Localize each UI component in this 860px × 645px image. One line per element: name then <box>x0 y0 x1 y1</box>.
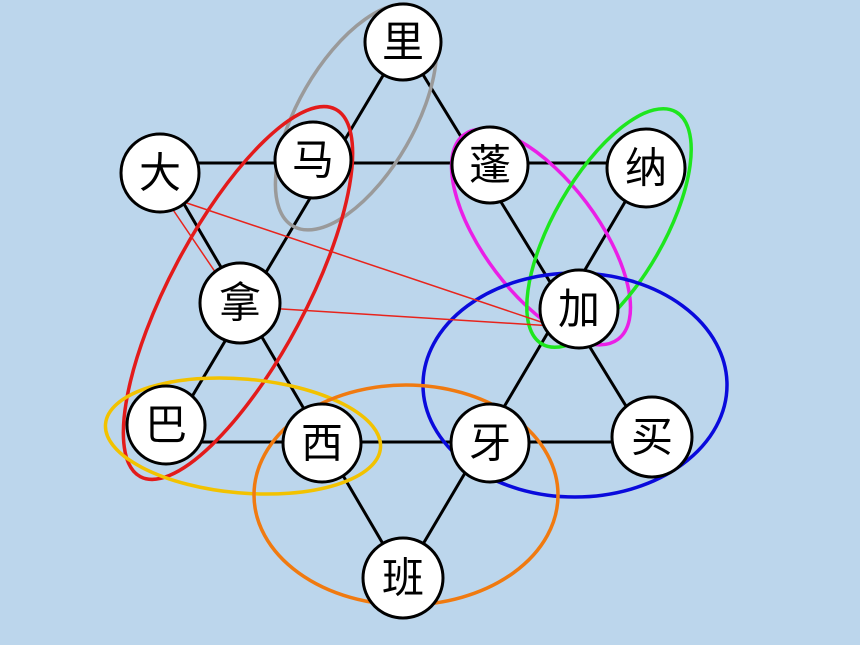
node-na2: 拿 <box>198 261 282 345</box>
ring-green <box>525 106 693 350</box>
node-label: 蓬 <box>469 141 511 190</box>
node-peng: 蓬 <box>450 125 530 205</box>
node-label: 巴 <box>145 401 187 450</box>
edge-bottom-right <box>401 162 650 579</box>
edge-bottom-left <box>158 162 405 579</box>
node-da: 大 <box>119 132 201 214</box>
node-ma: 马 <box>273 120 353 200</box>
character-nodes: 里 大 马 蓬 纳 拿 加 巴 <box>119 2 694 620</box>
edge-top-left <box>163 41 405 443</box>
node-label: 西 <box>301 419 343 468</box>
node-na: 纳 <box>605 127 687 209</box>
ring-red <box>121 104 355 482</box>
edge-top-right <box>401 41 650 443</box>
node-label: 纳 <box>625 144 667 193</box>
link-na-jia <box>265 307 554 327</box>
node-jia: 加 <box>538 268 620 350</box>
node-ya: 牙 <box>449 402 531 484</box>
ring-yellow <box>103 376 383 496</box>
node-label: 加 <box>558 285 600 334</box>
node-label: 班 <box>382 554 424 603</box>
link-da-jia <box>162 194 554 327</box>
node-label: 牙 <box>469 419 511 468</box>
node-ba: 巴 <box>125 384 207 466</box>
node-label: 马 <box>292 136 334 185</box>
node-mai: 买 <box>610 395 694 479</box>
ring-magenta <box>449 127 633 347</box>
node-ban: 班 <box>361 536 445 620</box>
node-xi: 西 <box>281 402 363 484</box>
node-label: 拿 <box>219 279 261 328</box>
node-label: 买 <box>631 413 673 462</box>
group-rings <box>103 2 729 607</box>
node-li: 里 <box>363 2 443 82</box>
node-label: 大 <box>139 149 181 198</box>
node-label: 里 <box>382 18 424 67</box>
